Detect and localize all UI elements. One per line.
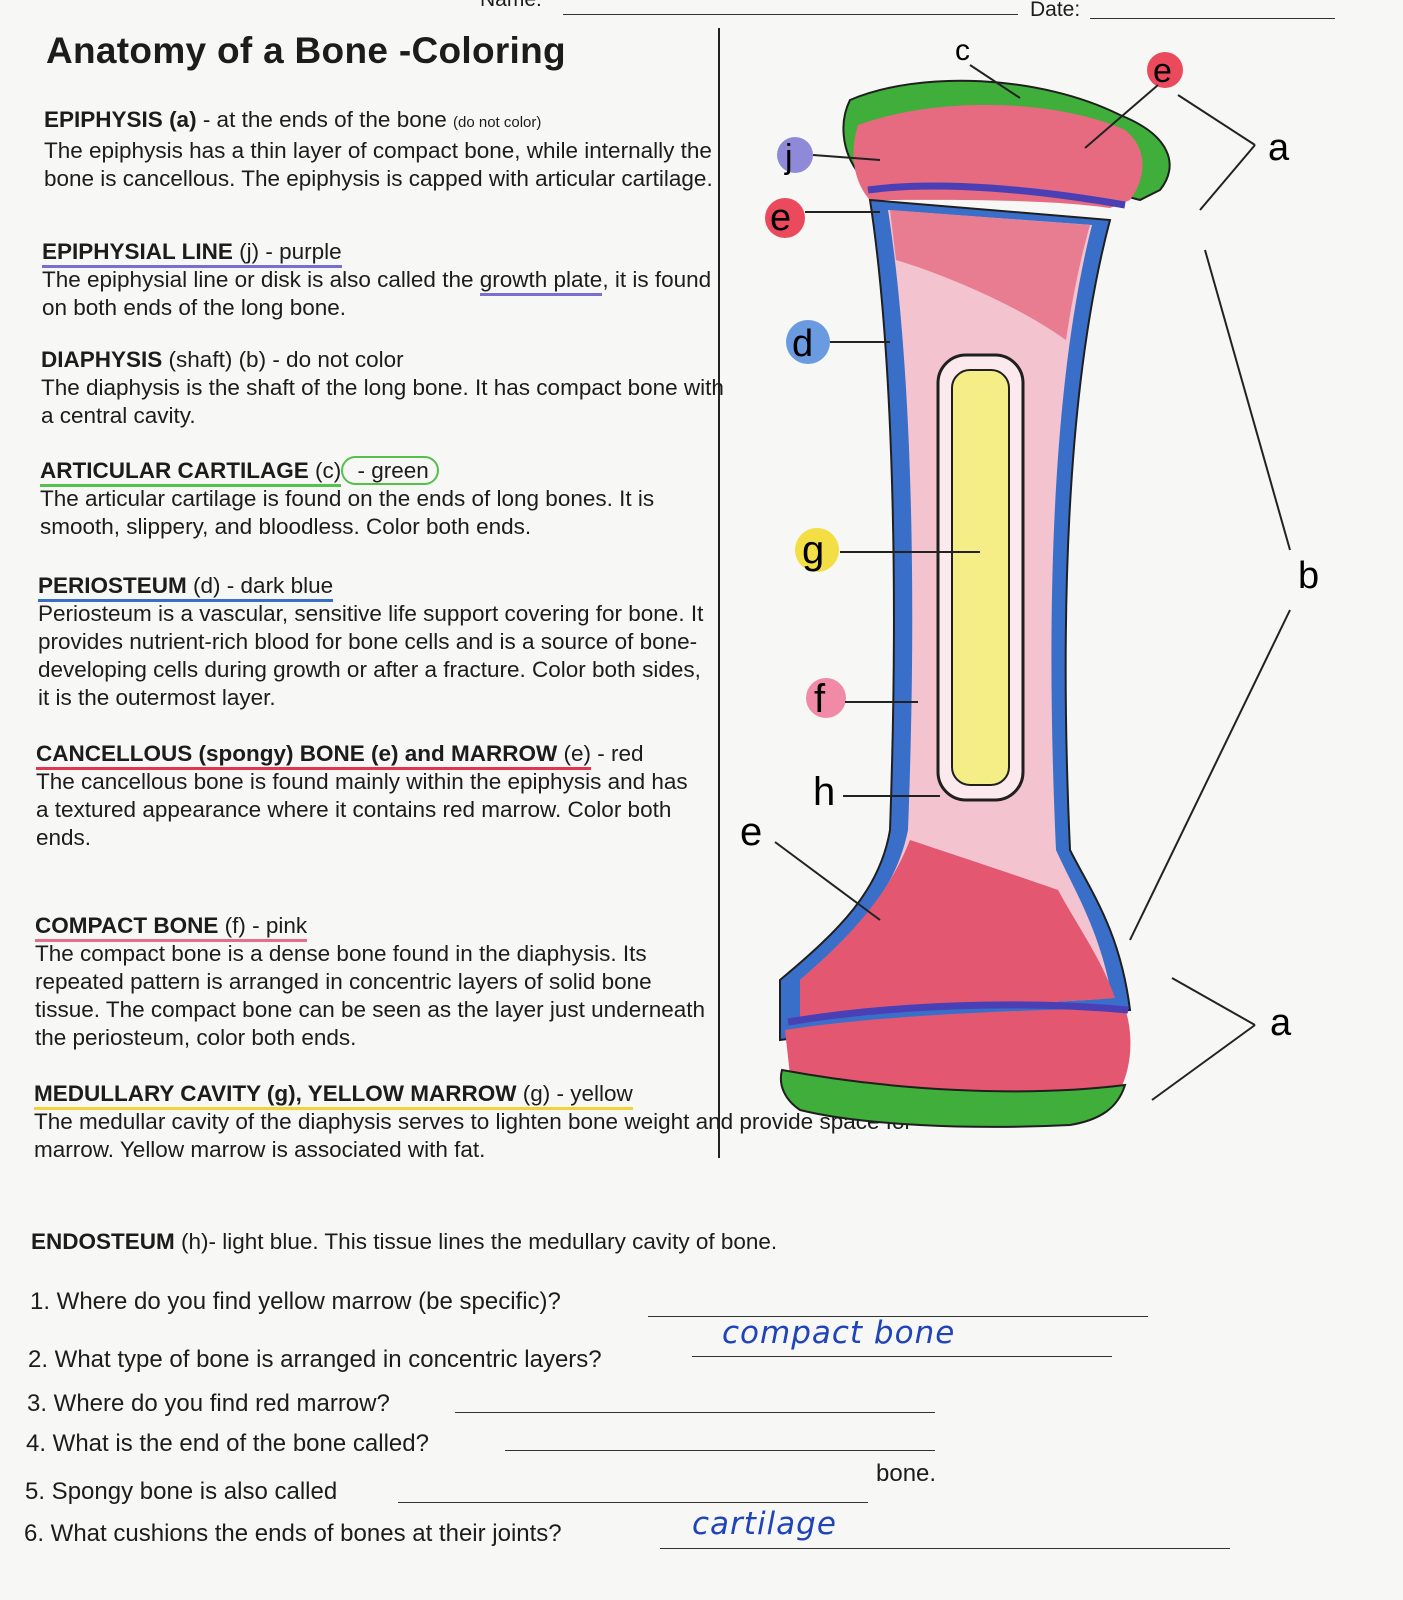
- code-medullary-cavity: (g): [522, 1081, 551, 1106]
- epiphysial-line-bottom: [787, 1001, 1129, 1026]
- question-5: 5. Spongy bone is also called: [25, 1478, 338, 1505]
- label-d: d: [792, 323, 813, 365]
- date-field[interactable]: [1090, 18, 1335, 19]
- instruction-cancellous-bone: - red: [591, 741, 644, 766]
- page-title: Anatomy of a Bone -Coloring: [46, 30, 566, 71]
- label-d-circle: [786, 320, 830, 364]
- code-articular-cartilage: (c): [315, 458, 342, 483]
- code-epiphysis: (a): [169, 107, 197, 132]
- answer-6-line[interactable]: [660, 1548, 1230, 1549]
- body-cancellous-bone: The cancellous bone is found mainly with…: [36, 769, 688, 850]
- answer-2-line[interactable]: [692, 1356, 1112, 1357]
- label-j: j: [784, 138, 793, 176]
- section-periosteum: PERIOSTEUM (d) - dark blue Periosteum is…: [38, 572, 728, 712]
- code-cancellous-bone: (e): [563, 741, 592, 766]
- term-epiphysis: EPIPHYSIS: [44, 107, 163, 132]
- section-compact-bone: COMPACT BONE (f) - pink The compact bone…: [35, 912, 725, 1052]
- spongy-bone-bottom: [800, 840, 1115, 1020]
- label-a-bottom: a: [1270, 1002, 1292, 1044]
- term-articular-cartilage: ARTICULAR CARTILAGE: [40, 458, 309, 483]
- term-diaphysis: DIAPHYSIS: [41, 347, 163, 372]
- code-epiphysial-line: (j): [239, 239, 260, 264]
- question-4: 4. What is the end of the bone called?: [26, 1430, 429, 1457]
- code-diaphysis: (shaft) (b): [168, 347, 267, 372]
- label-e-top-circle: [1147, 52, 1183, 88]
- spongy-bone-base: [785, 1008, 1131, 1095]
- label-f: f: [814, 677, 826, 721]
- label-j-circle: [777, 137, 813, 173]
- label-e-mid: e: [770, 197, 791, 239]
- instruction-periosteum: - dark blue: [220, 573, 334, 598]
- section-medullary-cavity: MEDULLARY CAVITY (g), YELLOW MARROW (g) …: [34, 1080, 914, 1164]
- leader-lines: [774, 64, 1291, 1101]
- instruction-epiphysial-line: - purple: [259, 239, 342, 264]
- label-a-top: a: [1268, 127, 1290, 169]
- answer-5-suffix: bone.: [876, 1460, 937, 1487]
- answer-5-line[interactable]: [398, 1502, 868, 1503]
- section-endosteum: ENDOSTEUM (h)- light blue. This tissue l…: [31, 1228, 951, 1256]
- bone-diagram: c e a j e d g b f h e a: [740, 34, 1319, 1128]
- medullary-cavity: [951, 369, 1010, 786]
- spongy-bone-top: [853, 104, 1143, 208]
- code-compact-bone: (f): [224, 913, 246, 938]
- term-cancellous-bone: CANCELLOUS (spongy) BONE (e) and MARROW: [36, 741, 558, 766]
- note-epiphysis: (do not color): [453, 114, 542, 131]
- section-diaphysis: DIAPHYSIS (shaft) (b) - do not color The…: [41, 346, 731, 430]
- term-epiphysial-line: EPIPHYSIAL LINE: [42, 239, 233, 264]
- spongy-bone-top-lower: [890, 210, 1090, 340]
- name-field[interactable]: [563, 14, 1018, 15]
- growth-plate-highlight: growth plate: [479, 267, 603, 296]
- instruction-epiphysis: - at the ends of the bone: [196, 107, 453, 132]
- answer-4-line[interactable]: [505, 1450, 935, 1451]
- body-epiphysis: The epiphysis has a thin layer of compac…: [44, 138, 713, 191]
- section-articular-cartilage: ARTICULAR CARTILAGE (c) - green The arti…: [40, 456, 730, 541]
- articular-cartilage-bottom: [780, 1068, 1127, 1128]
- name-label: Name:: [480, 0, 542, 12]
- body-epiphysial-line: The epiphysial line or disk is also call…: [42, 267, 480, 292]
- body-periosteum: Periosteum is a vascular, sensitive life…: [38, 601, 704, 710]
- instruction-compact-bone: - pink: [245, 913, 308, 938]
- label-e-low: e: [740, 810, 762, 854]
- label-h: h: [813, 770, 835, 814]
- section-epiphysial-line: EPIPHYSIAL LINE (j) - purple The epiphys…: [42, 238, 732, 322]
- date-label: Date:: [1030, 0, 1081, 21]
- term-medullary-cavity: MEDULLARY CAVITY (g), YELLOW MARROW: [34, 1081, 517, 1106]
- body-medullary-cavity: The medullar cavity of the diaphysis ser…: [34, 1109, 912, 1162]
- column-divider: [718, 28, 720, 1158]
- question-1: 1. Where do you find yellow marrow (be s…: [30, 1288, 561, 1315]
- code-endosteum: (h): [181, 1229, 209, 1254]
- epiphysial-line-top: [867, 182, 1126, 209]
- answer-2-text: compact bone: [722, 1315, 956, 1351]
- body-compact-bone: The compact bone is a dense bone found i…: [35, 941, 706, 1050]
- term-endosteum: ENDOSTEUM: [31, 1229, 175, 1254]
- question-3: 3. Where do you find red marrow?: [27, 1390, 390, 1417]
- section-cancellous-bone: CANCELLOUS (spongy) BONE (e) and MARROW …: [36, 740, 726, 852]
- label-g: g: [802, 528, 824, 572]
- label-b: b: [1298, 555, 1319, 597]
- term-periosteum: PERIOSTEUM: [38, 573, 187, 598]
- body-articular-cartilage: The articular cartilage is found on the …: [40, 486, 655, 539]
- answer-6-text: cartilage: [692, 1506, 837, 1542]
- body-epiphysial-line-end: , it is found on both ends of the long b…: [42, 267, 712, 320]
- instruction-medullary-cavity: - yellow: [550, 1081, 633, 1106]
- instruction-articular-cartilage: - green: [341, 456, 439, 485]
- body-diaphysis: The diaphysis is the shaft of the long b…: [41, 375, 724, 428]
- code-periosteum: (d): [193, 573, 221, 598]
- label-g-circle: [795, 528, 839, 572]
- answer-3-line[interactable]: [455, 1412, 935, 1413]
- instruction-endosteum: - light blue. This tissue lines the medu…: [208, 1229, 778, 1254]
- label-e-top: e: [1153, 52, 1172, 90]
- label-f-circle: [806, 678, 846, 718]
- section-epiphysis: EPIPHYSIS (a) - at the ends of the bone …: [44, 106, 734, 193]
- label-c: c: [955, 34, 970, 67]
- question-2: 2. What type of bone is arranged in conc…: [28, 1346, 602, 1373]
- instruction-diaphysis: - do not color: [266, 347, 404, 372]
- label-e-mid-circle: [765, 198, 805, 238]
- answer-1-line[interactable]: [648, 1316, 1148, 1317]
- term-compact-bone: COMPACT BONE: [35, 913, 219, 938]
- question-6: 6. What cushions the ends of bones at th…: [24, 1520, 562, 1547]
